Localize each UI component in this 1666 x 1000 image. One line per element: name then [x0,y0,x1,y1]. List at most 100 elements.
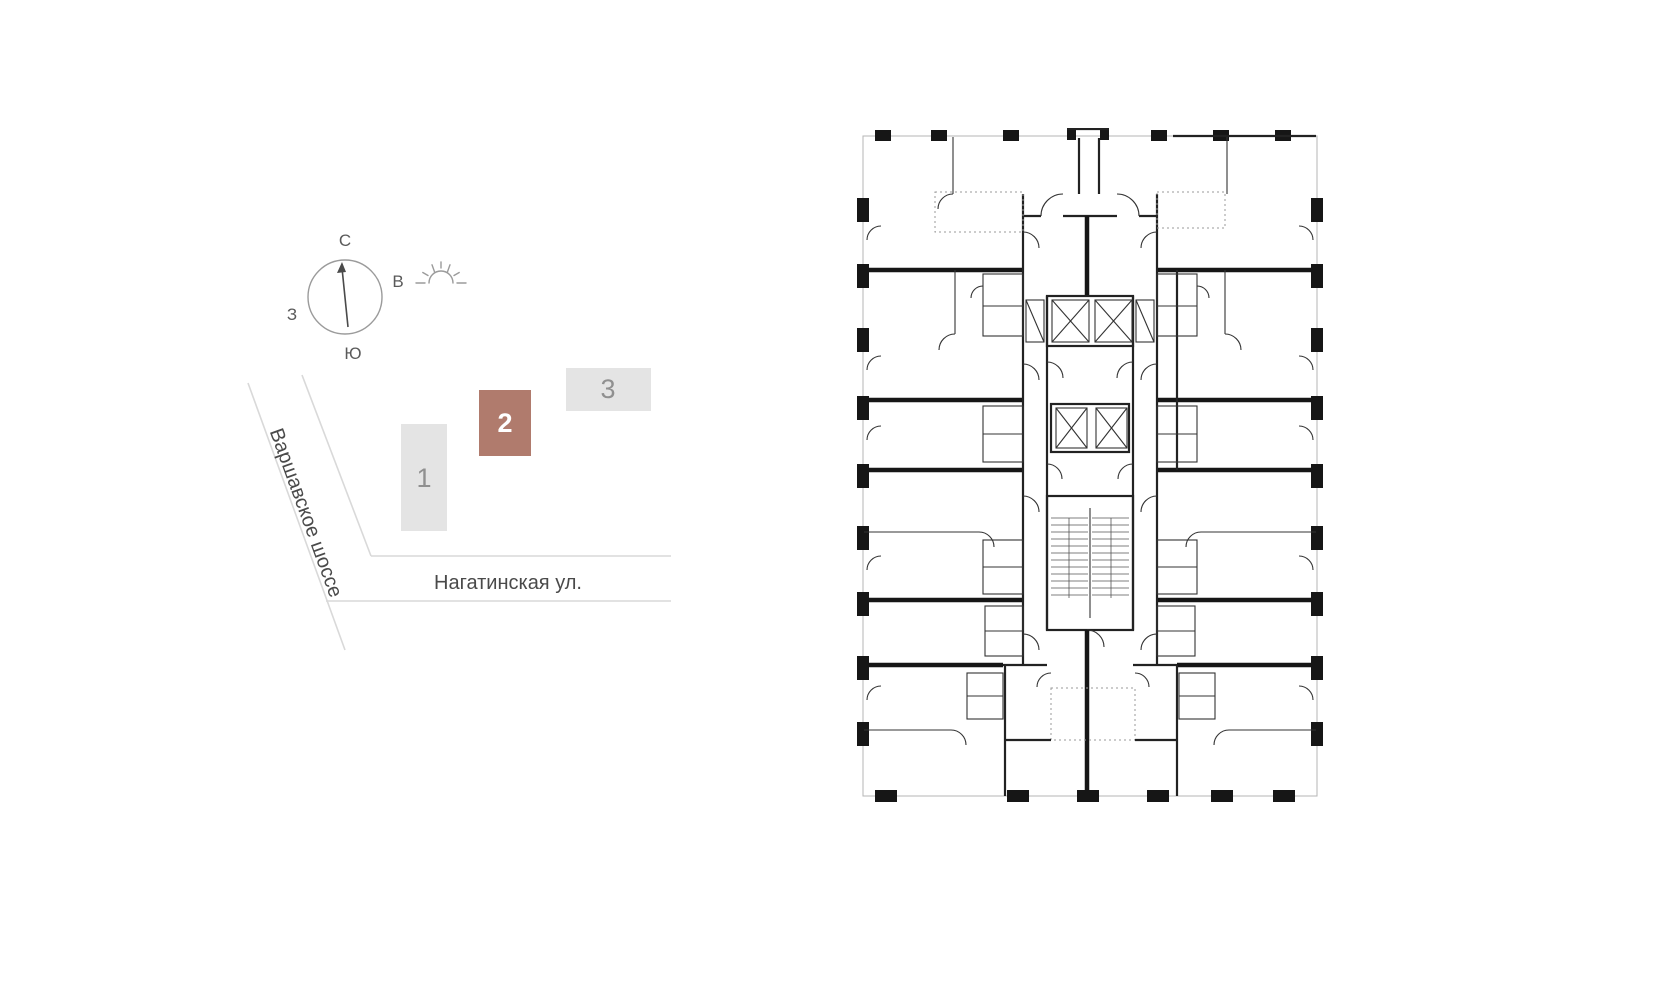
plan-pier [1311,198,1323,222]
compass: С В З Ю [287,231,404,363]
plan-pier [1311,464,1323,488]
compass-needle-tip [337,262,346,273]
plan-pier [875,790,897,802]
plan-wall-thin [1140,363,1158,381]
plan-wall [1049,402,1131,454]
sun-icon [415,261,467,284]
plan-wall-thin [866,355,882,371]
plan-wall-thin [1185,531,1202,548]
streets: Варшавское шоссе Нагатинская ул. [247,374,671,651]
plan-dashed-outline [1050,687,1136,741]
plan-wall-thin [982,273,1024,337]
compass-circle [307,259,383,335]
plan-wall-thin [1298,225,1314,241]
street-diagonal-border-left [247,382,346,651]
plan-wall-thin [1116,193,1140,217]
plan-wall-thin [1051,299,1090,343]
plan-wall-thin [1196,285,1210,299]
plan-pier [857,526,869,550]
building-1-label: 1 [416,463,431,493]
plan-wall-thin [1095,407,1128,449]
plan-pier [1003,130,1019,141]
plan-wall-thin [1022,231,1040,249]
plan-wall-thin [1025,299,1045,343]
plan-wall-thin [1140,633,1158,651]
plan-wall-thin [1135,299,1155,343]
plan-dashed-outline [1156,191,1226,229]
plan-pier [1147,790,1169,802]
building-2-shape[interactable] [479,390,531,456]
plan-wall-thin [950,729,967,746]
buildings: 1 2 3 [401,368,651,531]
plan-wall-thin [1135,299,1155,343]
plan-pier [857,328,869,352]
plan-pier [1311,526,1323,550]
location-minimap: С В З Ю Варшавское шоссе Нагатинская ул. [247,231,671,651]
street-diagonal-border-right [301,374,372,557]
plan-wall-thin [1055,407,1088,449]
plan-wall-thin [1040,193,1064,217]
plan-pier [1151,130,1167,141]
plan-wall-thin [1046,361,1064,379]
building-3-shape[interactable] [566,368,651,411]
plan-pier [1311,656,1323,680]
street-nagatinskaya-label: Нагатинская ул. [434,572,582,594]
building-1[interactable]: 1 [401,424,447,531]
building-3-label: 3 [600,374,615,404]
plan-wall-thin [978,531,995,548]
plan-wall-thin [937,193,954,210]
plan-wall-thin [1117,463,1134,480]
plan-pier [857,656,869,680]
compass-needle-icon [341,267,349,328]
plan-pier [857,264,869,288]
plan-wall-thin [938,333,956,351]
plan-pier [1007,790,1029,802]
plan-wall [1045,294,1135,348]
plan-wall-thin [866,225,882,241]
plan-wall-thin [1116,361,1134,379]
plan-pier [1273,790,1295,802]
building-2-label: 2 [497,408,512,438]
plan-pier [857,592,869,616]
plan-wall-thin [1298,355,1314,371]
plan-pier [1311,264,1323,288]
plan-wall-thin [1022,633,1040,651]
plan-pier [857,198,869,222]
plan-pier [875,130,891,141]
plan-wall-thin [1298,425,1314,441]
plan-pier [857,464,869,488]
plan-wall-thin [1094,299,1133,343]
plan-wall-thin [1298,685,1314,701]
street-varshavskoe-label: Варшавское шоссе [265,425,347,600]
plan-wall-thin [970,285,984,299]
plan-wall-thin [1134,672,1150,688]
compass-east-label: В [392,272,403,291]
building-2-highlighted[interactable]: 2 [479,390,531,456]
plan-wall-thin [866,555,882,571]
building-1-shape[interactable] [401,424,447,531]
plan-wall-thin [1298,555,1314,571]
plan-wall-thin [1213,729,1230,746]
plan-dashed-outline [934,191,1024,233]
plan-pier [931,130,947,141]
plan-wall-thin [866,685,882,701]
plan-boundary [862,135,1318,797]
compass-north-label: С [339,231,351,250]
plan-pier [1311,328,1323,352]
compass-west-label: З [287,305,297,324]
plan-pier [1311,722,1323,746]
floor-plan [857,128,1323,802]
plan-wall-thin [1086,629,1105,648]
plan-wall-thin [1051,299,1090,343]
plan-wall-thin [1022,495,1040,513]
plan-wall-thin [1022,363,1040,381]
plan-wall-thin [1095,407,1128,449]
plan-wall-thin [1224,333,1242,351]
compass-south-label: Ю [344,344,361,363]
building-3[interactable]: 3 [566,368,651,411]
plan-wall-thin [1094,299,1133,343]
plan-pier [857,722,869,746]
plan-wall-thin [1055,407,1088,449]
plan-wall-thin [1140,495,1158,513]
plan-wall-thin [1025,299,1045,343]
